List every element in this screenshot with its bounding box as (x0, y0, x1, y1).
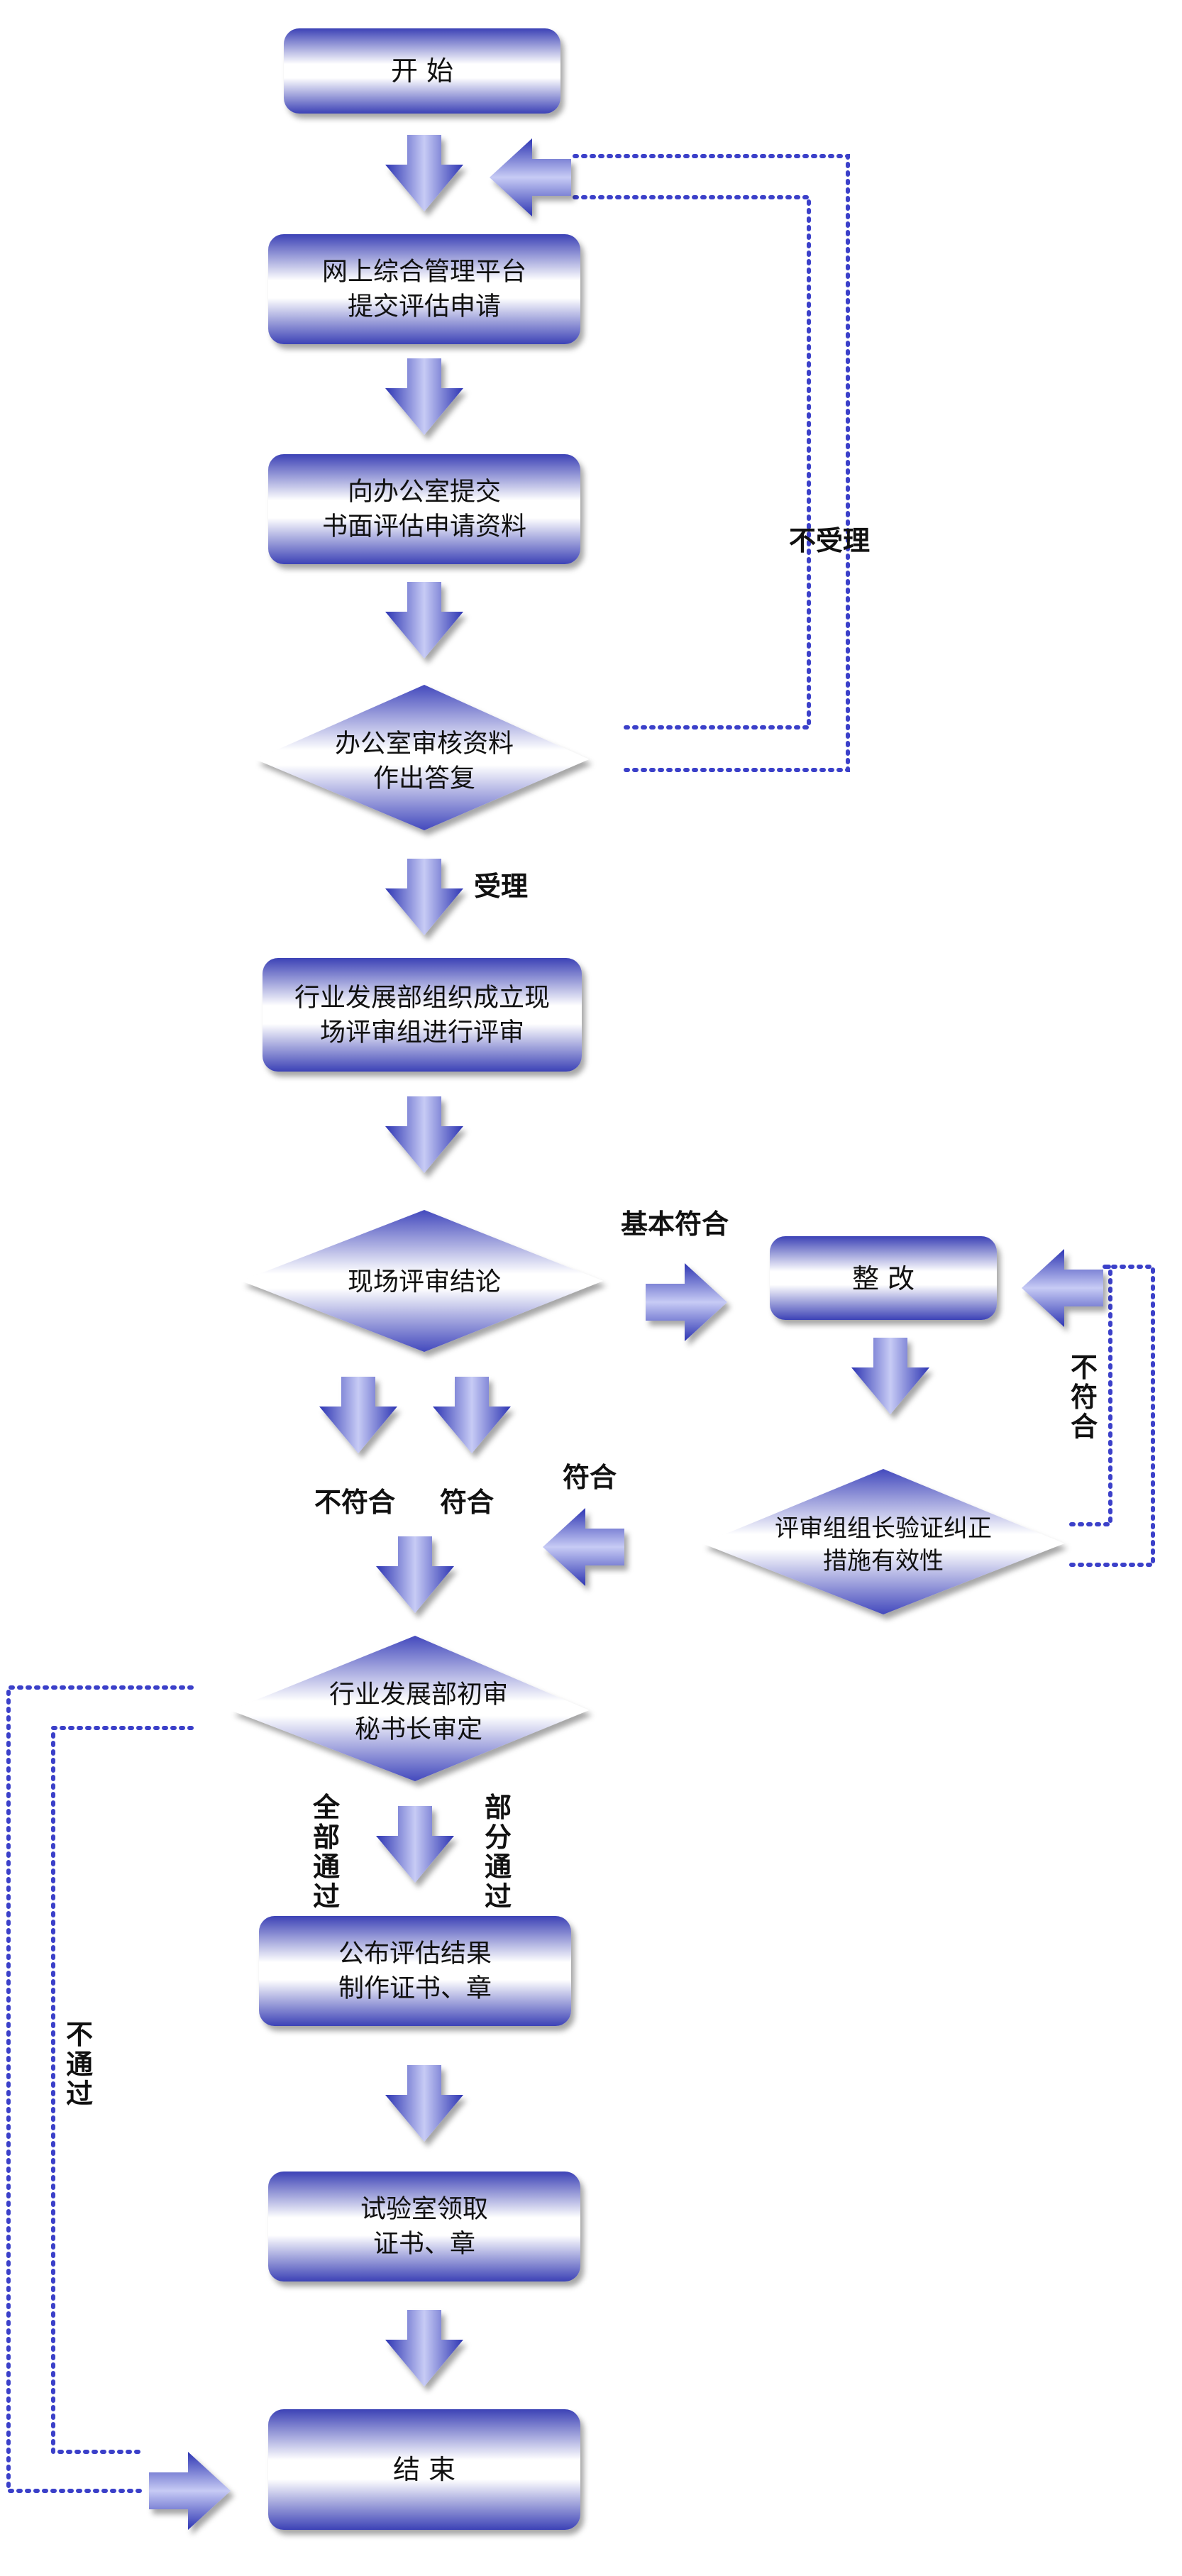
label-not-conform-vertical: 不符合 (1071, 1352, 1098, 1443)
arrow-down (376, 1806, 454, 1883)
arrow-down (851, 1338, 929, 1414)
svg-text:评审组组长验证纠正措施有效性: 评审组组长验证纠正措施有效性 (775, 1514, 992, 1575)
node-rectify: 整 改 (770, 1236, 997, 1320)
node-line: 场评审组进行评审 (320, 1018, 524, 1047)
arrow-down (319, 1377, 397, 1453)
node-line: 书面评估申请资料 (322, 512, 526, 541)
arrow-left (490, 138, 571, 216)
arrow-down (385, 2310, 463, 2387)
label-accepted: 受理 (474, 871, 528, 902)
node-line: 作出答复 (373, 764, 475, 793)
node-verify-correction: 评审组组长验证纠正措施有效性 (702, 1469, 1064, 1614)
node-line: 行业发展部组织成立现 (294, 983, 550, 1012)
node-line: 向办公室提交 (348, 477, 501, 506)
label-not-pass: 不通过 (66, 2019, 93, 2110)
node-line: 制作证书、章 (338, 1974, 492, 2003)
svg-text:现场评审结论: 现场评审结论 (348, 1267, 501, 1297)
svg-text:试验室领取证书、章: 试验室领取证书、章 (360, 2194, 488, 2258)
node-line: 办公室审核资料 (335, 729, 514, 758)
svg-text:行业发展部组织成立现场评审组进行评审: 行业发展部组织成立现场评审组进行评审 (294, 983, 550, 1047)
node-line: 措施有效性 (823, 1547, 944, 1575)
node-line: 秘书长审定 (355, 1714, 482, 1744)
node-form-team: 行业发展部组织成立现场评审组进行评审 (263, 958, 582, 1072)
arrow-down (385, 582, 463, 659)
node-line: 提交评估申请 (348, 292, 501, 321)
node-collect: 试验室领取证书、章 (268, 2172, 580, 2281)
node-line: 结 束 (393, 2454, 455, 2485)
arrow-left (543, 1508, 624, 1586)
svg-text:网上综合管理平台提交评估申请: 网上综合管理平台提交评估申请 (322, 257, 526, 321)
arrow-down (385, 859, 463, 935)
label-conform: 符合 (440, 1487, 494, 1518)
node-line: 开 始 (391, 55, 453, 87)
node-submit-office: 向办公室提交书面评估申请资料 (268, 454, 580, 564)
node-onsite-conclusion: 现场评审结论 (241, 1210, 603, 1352)
node-line: 试验室领取 (360, 2194, 488, 2223)
svg-text:公布评估结果制作证书、章: 公布评估结果制作证书、章 (338, 1939, 492, 2003)
label-not-conform: 不符合 (314, 1487, 395, 1518)
arrow-down (376, 1536, 454, 1613)
node-dept-review: 行业发展部初审秘书长审定 (231, 1636, 589, 1781)
arrow-right (646, 1263, 727, 1341)
loop-not-accepted-outer (569, 154, 850, 772)
node-line: 现场评审结论 (348, 1267, 501, 1297)
label-partial-pass: 部分通过 (485, 1792, 512, 1912)
arrow-down (433, 1377, 511, 1453)
node-line: 评审组组长验证纠正 (775, 1514, 992, 1543)
svg-text:结 束: 结 束 (393, 2454, 455, 2485)
label-conform: 符合 (563, 1462, 617, 1493)
loop-not-accepted-inner (569, 195, 811, 730)
node-line: 整 改 (852, 1263, 915, 1294)
node-line: 行业发展部初审 (329, 1680, 508, 1709)
connector-lines (6, 154, 1155, 2493)
label-not-accepted: 不受理 (789, 525, 870, 556)
label-basically-conform: 基本符合 (621, 1209, 729, 1240)
arrow-down (385, 2065, 463, 2142)
loop-not-pass-outer (6, 1685, 194, 2493)
svg-text:办公室审核资料作出答复: 办公室审核资料作出答复 (335, 729, 514, 793)
node-line: 证书、章 (373, 2229, 475, 2258)
svg-text:开 始: 开 始 (391, 55, 453, 87)
arrow-down (385, 135, 463, 211)
arrow-right (149, 2452, 231, 2530)
node-line: 网上综合管理平台 (322, 257, 526, 286)
svg-text:行业发展部初审秘书长审定: 行业发展部初审秘书长审定 (329, 1680, 508, 1744)
arrow-down (385, 1096, 463, 1173)
svg-text:整 改: 整 改 (852, 1263, 915, 1294)
node-publish: 公布评估结果制作证书、章 (259, 1916, 571, 2026)
node-submit-online: 网上综合管理平台提交评估申请 (268, 234, 580, 344)
node-start: 开 始 (284, 28, 560, 114)
node-line: 公布评估结果 (338, 1939, 492, 1968)
arrow-down (385, 358, 463, 435)
svg-text:向办公室提交书面评估申请资料: 向办公室提交书面评估申请资料 (322, 477, 526, 541)
arrow-left (1022, 1249, 1103, 1327)
loop-not-pass-inner (51, 1726, 194, 2454)
node-office-review: 办公室审核资料作出答复 (255, 685, 589, 830)
label-all-pass: 全部通过 (312, 1792, 341, 1912)
loop-not-conform-outer (1069, 1265, 1155, 1567)
node-end: 结 束 (268, 2409, 580, 2530)
